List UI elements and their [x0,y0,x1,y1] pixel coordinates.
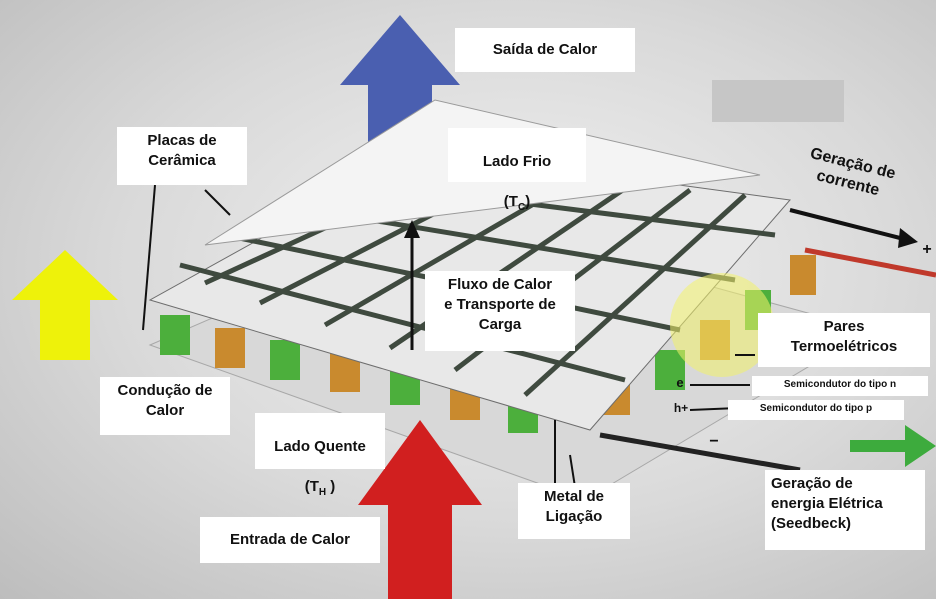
bonding-metal-label: Metal de Ligação [518,483,630,539]
hot-side-label: Lado Quente (TH ) [255,413,385,498]
minus-sign: − [709,433,719,450]
current-arrow [789,208,901,240]
red-arrow [358,420,482,599]
plus-sign: + [922,241,932,258]
cold-side-temp: (TC) [454,192,580,218]
blank-box [712,80,844,122]
thermo-pairs-label: Pares Termoelétricos [758,313,930,367]
heat-conduction-label: Condução de Calor [100,377,230,435]
hot-side-title: Lado Quente [274,438,366,455]
cold-side-t: (T [503,193,518,210]
highlight-glow [670,273,774,377]
power-generation-label: Geração de energia Elétrica (Seedbeck) [765,470,925,550]
flux-arrow-head [404,220,420,238]
electron-symbol: e [676,375,684,390]
cold-side-title: Lado Frio [482,153,552,170]
heat-output-label: Saída de Calor [455,28,635,72]
heat-input-label: Entrada de Calor [200,517,380,563]
ceramic-pointer-1 [142,184,156,331]
hot-side-close: ) [326,478,336,495]
green-arrow [850,425,936,467]
heat-flux-label: Fluxo de Calor e Transporte de Carga [425,271,575,351]
ceramic-pointer-2 [204,189,231,216]
ceramic-plates-label: Placas de Cerâmica [117,127,247,185]
cold-side-subscript: C [517,202,526,213]
metal-pointer-2 [569,454,576,488]
p-type-label: Semicondutor do tipo p [728,400,904,420]
hot-side-subscript: H [318,487,327,498]
yellow-arrow [12,250,118,360]
black-wire [599,432,801,473]
cold-side-label: Lado Frio (TC) [448,128,586,213]
hot-side-t: (T [304,478,319,495]
hot-side-temp: (TH ) [261,477,379,503]
cold-side-close: ) [525,193,531,210]
hole-symbol: h+ [673,401,689,415]
red-wire [804,247,936,278]
current-arrow-head [898,228,918,248]
n-type-label: Semicondutor do tipo n [752,376,928,396]
